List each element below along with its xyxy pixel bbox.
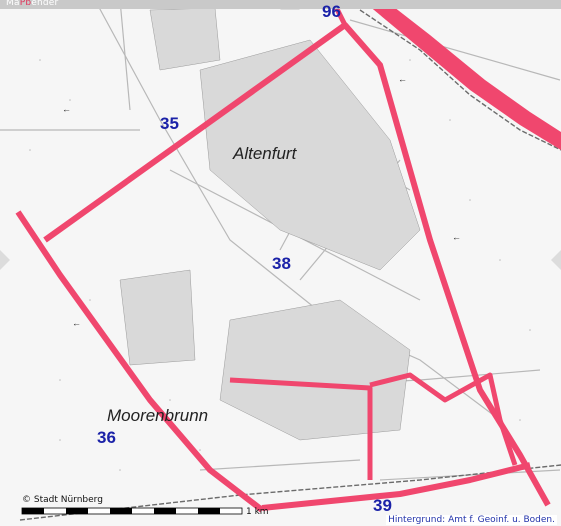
app-title: MaPbender: [6, 0, 59, 8]
svg-text:←: ←: [72, 318, 81, 328]
district-number-39[interactable]: 39: [373, 496, 392, 515]
svg-text:←: ←: [398, 74, 407, 84]
district-number-96[interactable]: 96: [322, 2, 341, 21]
terrain-texture: [29, 59, 531, 471]
svg-text:←: ←: [452, 232, 461, 242]
district-number-36[interactable]: 36: [97, 428, 116, 447]
district-boundaries: [15, 3, 551, 513]
scale-label: 1 km: [246, 507, 269, 517]
district-number-38[interactable]: 38: [272, 254, 291, 273]
place-name-altenfurt: Altenfurt: [233, 144, 297, 163]
scale-bar: [21, 507, 243, 515]
svg-text:←: ←: [62, 104, 71, 114]
direction-arrows: ← ← ← ←: [62, 74, 461, 328]
place-name-moorenbrunn: Moorenbrunn: [107, 406, 209, 425]
copyright-notice: © Stadt Nürnberg: [22, 495, 103, 505]
title-bar: MaPbender: [0, 0, 561, 9]
motorway-band: [362, 0, 561, 150]
district-number-35[interactable]: 35: [160, 114, 179, 133]
source-credit: Hintergrund: Amt f. Geoinf. u. Boden.: [386, 515, 557, 525]
built-up-areas: [119, 7, 421, 441]
